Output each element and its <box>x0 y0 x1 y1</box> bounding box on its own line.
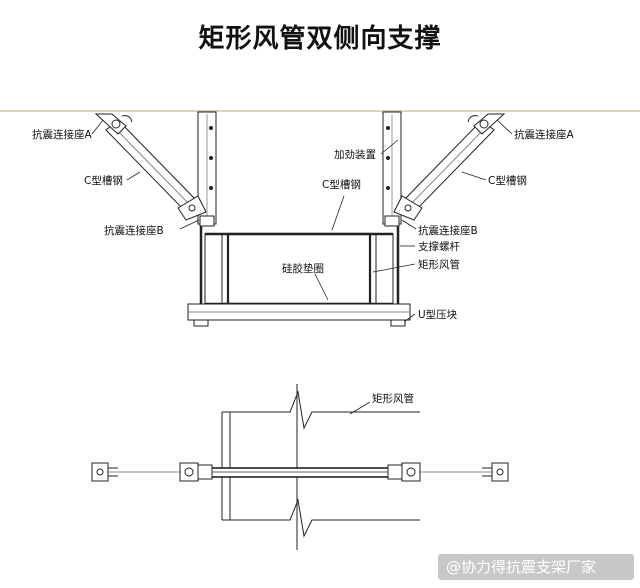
plan-leader <box>349 401 371 415</box>
label-seat-a-left: 抗震连接座A <box>32 128 92 141</box>
leader-lines <box>91 119 513 323</box>
label-seat-b-left: 抗震连接座B <box>104 224 164 237</box>
label-c-channel-right: C型槽钢 <box>488 174 527 187</box>
diagram-title: 矩形风管双侧向支撑 <box>198 24 442 54</box>
elevation-view <box>91 111 513 327</box>
plan-anchor-right <box>482 462 509 482</box>
diagonal-brace-left <box>94 113 207 221</box>
label-seat-b-right: 抗震连接座B <box>418 224 478 237</box>
label-gasket: 硅胶垫圈 <box>282 262 324 275</box>
watermark-text: @协力得抗震支架厂家 <box>446 558 596 576</box>
hanger-channel-right <box>382 111 402 227</box>
label-u-block: U型压块 <box>418 308 458 321</box>
label-reinforcement: 加劲装置 <box>334 148 376 161</box>
plan-anchor-left <box>91 462 118 482</box>
plan-view <box>91 384 509 550</box>
plan-clamp-left <box>179 462 213 482</box>
plan-brace-bar <box>189 467 411 478</box>
hanger-channel-left <box>197 111 217 227</box>
label-support-rod: 支撑螺杆 <box>418 240 460 253</box>
label-duct-plan: 矩形风管 <box>372 392 414 405</box>
watermark: @协力得抗震支架厂家 <box>438 554 634 580</box>
label-duct-front: 矩形风管 <box>418 258 460 271</box>
label-seat-a-right: 抗震连接座A <box>514 128 574 141</box>
plan-duct-outline <box>221 384 420 550</box>
bottom-channel <box>187 303 411 327</box>
label-c-channel-left: C型槽钢 <box>84 174 123 187</box>
plan-clamp-right <box>387 462 421 482</box>
diagonal-brace-right <box>393 113 506 221</box>
label-c-channel-mid: C型槽钢 <box>322 178 361 191</box>
